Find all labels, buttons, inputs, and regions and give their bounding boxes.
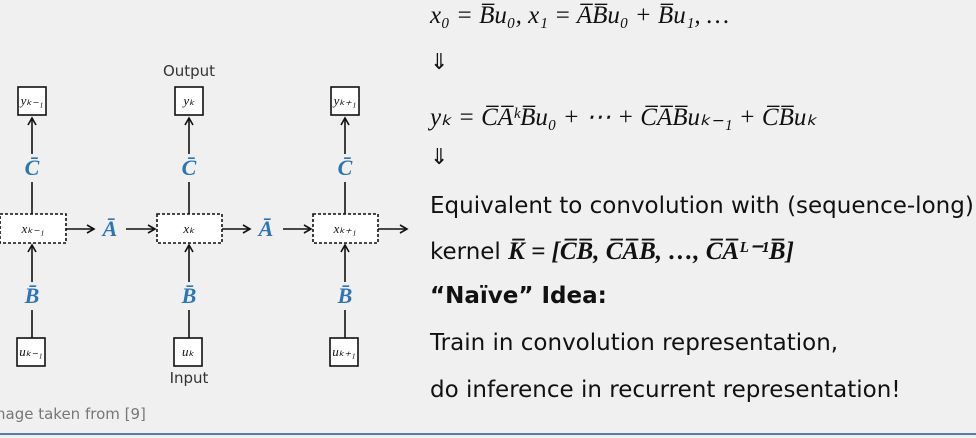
output-var-k-minus-1: yₖ₋₁ [20,93,44,108]
input-box-k [173,337,203,367]
inference-statement: do inference in recurrent representation… [430,377,901,403]
output-box-k-plus-1 [330,86,360,116]
state-var-k-plus-1: xₖ₊₁ [333,221,357,236]
equivalence-statement: Equivalent to convolution with (sequence… [430,193,974,219]
matrix-c-label: C̄ [336,154,354,182]
kernel-label: kernel [430,239,509,265]
output-box-k-minus-1 [17,86,47,116]
matrix-b-label: B̄ [23,282,41,310]
matrix-b-label: B̄ [336,282,354,310]
slide-bottom-rule [0,433,976,435]
output-box-k [174,86,204,116]
matrix-c-label: C̄ [180,154,198,182]
ssm-recurrence-diagram [0,86,409,367]
state-unroll-equation: x₀ = B̅u₀, x₁ = A̅B̅u₀ + B̅u₁, … [430,2,730,29]
input-var-k-plus-1: uₖ₊₁ [332,344,356,359]
input-var-k-minus-1: uₖ₋₁ [19,344,43,359]
output-unroll-equation: yₖ = C̅A̅ᵏB̅u₀ + ⋯ + C̅A̅B̅uₖ₋₁ + C̅B̅uₖ [430,104,817,131]
implies-arrow: ⇓ [430,145,449,170]
output-label: Output [162,62,216,80]
kernel-line: kernel K̅ = [C̅B̅, C̅A̅B̅, …, C̅A̅ᴸ⁻¹B̅] [430,236,794,266]
state-box-k-plus-1 [312,213,379,244]
implies-arrow: ⇓ [430,50,449,75]
image-source-caption: nage taken from [9] [0,405,146,423]
kernel-equation: K̅ = [C̅B̅, C̅A̅B̅, …, C̅A̅ᴸ⁻¹B̅] [508,238,794,265]
state-var-k-minus-1: xₖ₋₁ [21,221,45,236]
train-statement: Train in convolution representation, [430,330,839,356]
input-box-k-plus-1 [329,337,359,367]
input-var-k: uₖ [181,344,195,359]
matrix-c-label: C̄ [23,154,41,182]
matrix-a-label: Ā [257,215,275,243]
input-label: Input [169,369,209,387]
state-box-k-minus-1 [0,213,67,244]
state-var-k: xₖ [183,221,195,236]
matrix-b-label: B̄ [180,282,198,310]
naive-idea-heading: “Naïve” Idea: [430,283,607,309]
matrix-a-label: Ā [101,215,119,243]
output-var-k-plus-1: yₖ₊₁ [333,93,357,108]
input-box-k-minus-1 [16,337,46,367]
state-box-k [156,213,223,244]
output-var-k: yₖ [183,93,195,108]
